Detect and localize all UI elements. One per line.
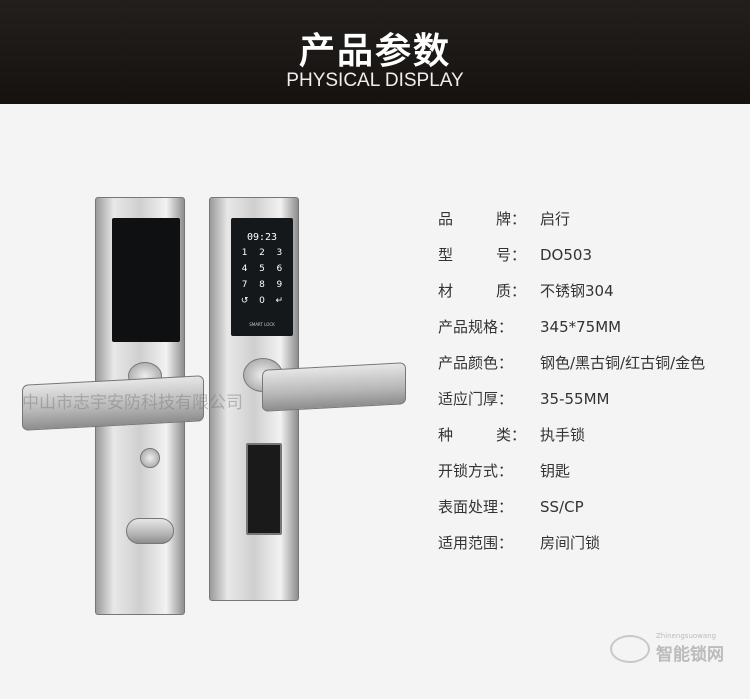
spec-row: 产品颜色： 钢色/黑古铜/红古铜/金色 [438,352,705,388]
spec-value: 房间门锁 [540,534,601,552]
key: 2 [259,248,265,258]
spec-row: 适用范围： 房间门锁 [438,532,705,568]
site-logo: Zhinengsuowang 智能锁网 [610,632,724,665]
spec-value: 钢色/黑古铜/红古铜/金色 [540,354,706,372]
spec-row: 材质： 不锈钢304 [438,280,705,316]
spec-row: 种类： 执手锁 [438,424,705,460]
key: 6 [276,264,283,274]
spec-value: 钥匙 [540,462,571,480]
spec-value: 不锈钢304 [540,282,614,300]
spec-label: 品牌： [438,210,526,228]
spec-label: 材质： [438,282,526,300]
spec-label: 适应门厚： [438,390,514,408]
spec-label: 产品颜色： [438,354,514,372]
keypad: 1 2 3 4 5 6 7 8 9 ↺ 0 ↵ [236,248,288,306]
spec-label: 种类： [438,426,526,444]
spec-list: 品牌： 启行 型号： DO503 材质： 不锈钢304 产品规格： 345*75MM 产… [438,208,705,568]
key: 5 [259,264,265,274]
spec-row: 表面处理： SS/CP [438,496,705,532]
spec-value: 执手锁 [540,426,586,444]
lock-clock: 09:23 [246,232,278,243]
key: 7 [241,280,248,290]
lock-brand-text: SMART LOCK [249,322,275,327]
header-banner: 产品参数 PHYSICAL DISPLAY [0,0,750,104]
spec-row: 产品规格： 345*75MM [438,316,705,352]
spec-label: 适用范围： [438,534,514,552]
key: 9 [276,280,283,290]
spec-value: 345*75MM [540,318,622,336]
spec-value: DO503 [540,246,592,264]
spec-label: 表面处理： [438,498,514,516]
key: ↺ [240,296,249,306]
key: 4 [241,264,248,274]
key: 1 [241,248,248,258]
key: 8 [259,280,265,290]
key: 0 [259,296,265,306]
spec-value: 35-55MM [540,390,610,408]
page-title: 产品参数 [298,31,451,72]
cloud-icon [610,634,650,663]
spec-row: 型号： DO503 [438,244,705,280]
spec-label: 开锁方式： [438,462,514,480]
spec-label: 型号： [438,246,526,264]
key: 3 [276,248,283,258]
spec-row: 开锁方式： 钥匙 [438,460,705,496]
spec-value: SS/CP [540,498,584,516]
spec-label: 产品规格： [438,318,514,336]
spec-value: 启行 [540,210,571,228]
key: ↵ [275,296,284,306]
watermark-text: 中山市志宇安防科技有限公司 [22,393,243,413]
page-subtitle: PHYSICAL DISPLAY [286,70,464,91]
spec-row: 适应门厚： 35-55MM [438,388,705,424]
spec-row: 品牌： 启行 [438,208,705,244]
